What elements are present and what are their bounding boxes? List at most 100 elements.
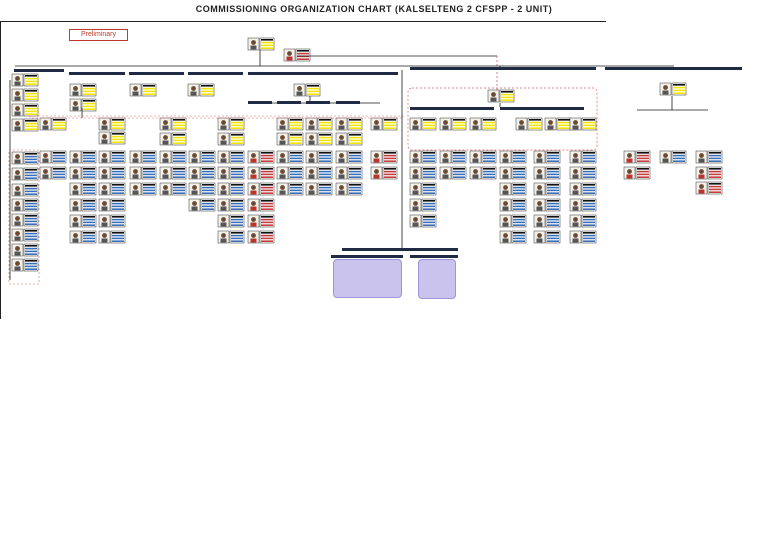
name-card-line: [25, 250, 37, 253]
person-head-icon: [374, 153, 379, 158]
name-card-line: [53, 127, 65, 129]
person-head-icon: [251, 217, 256, 222]
name-card-line: [297, 52, 309, 55]
person-body-icon: [191, 174, 198, 179]
name-card-line: [112, 202, 124, 205]
person-body-icon: [220, 238, 227, 243]
person-body-icon: [536, 238, 543, 243]
name-card-line: [112, 221, 124, 224]
name-card-line: [83, 192, 95, 194]
name-card-line: [423, 127, 435, 129]
name-card-line: [231, 232, 243, 234]
person-body-icon: [472, 125, 479, 130]
name-card-icon: [511, 150, 527, 164]
name-card-line: [319, 136, 331, 139]
name-card-line: [423, 170, 435, 173]
person-head-icon: [43, 120, 48, 125]
person-head-icon: [537, 169, 542, 174]
name-card-line: [173, 142, 185, 144]
group-header-bar: [248, 101, 272, 104]
name-card-line: [319, 160, 331, 162]
name-card-icon: [23, 198, 39, 212]
person-body-icon: [14, 126, 21, 131]
name-card-line: [83, 200, 95, 202]
name-card-line: [202, 200, 214, 202]
person-body-icon: [279, 158, 286, 163]
name-card-line: [583, 237, 595, 240]
name-card-line: [202, 176, 214, 178]
name-card-line: [290, 124, 302, 127]
name-card-line: [547, 224, 559, 226]
name-card-line: [501, 96, 513, 99]
name-card-line: [290, 176, 302, 178]
name-card-line: [547, 176, 559, 178]
name-card-line: [453, 157, 465, 160]
person-head-icon: [339, 153, 344, 158]
name-card-line: [423, 124, 435, 127]
name-card-line: [201, 87, 213, 90]
summary-box-left: [333, 259, 402, 298]
name-card-line: [231, 202, 243, 205]
person-body-icon: [308, 190, 315, 195]
name-card-icon: [451, 166, 467, 180]
name-card-line: [231, 237, 243, 240]
name-card-line: [25, 220, 37, 223]
name-card-line: [53, 176, 65, 178]
name-card-line: [173, 136, 185, 139]
chart-title: COMMISSIONING ORGANIZATION CHART (KALSEL…: [195, 4, 553, 14]
name-card-line: [501, 93, 513, 96]
name-card-line: [583, 224, 595, 226]
name-card-icon: [81, 198, 97, 212]
name-card-line: [583, 152, 595, 154]
person-body-icon: [250, 45, 257, 50]
name-card-line: [513, 224, 525, 226]
name-card-line: [307, 90, 319, 93]
name-card-icon: [81, 214, 97, 228]
person-body-icon: [72, 190, 79, 195]
name-card-line: [319, 134, 331, 136]
name-card-line: [231, 127, 243, 129]
name-card-line: [513, 218, 525, 221]
name-card-line: [290, 186, 302, 189]
name-card-line: [349, 124, 361, 127]
name-card-icon: [511, 182, 527, 196]
person-body-icon: [279, 140, 286, 145]
name-card-line: [290, 136, 302, 139]
name-card-icon: [317, 166, 333, 180]
name-card-line: [25, 245, 37, 247]
person-body-icon: [132, 190, 139, 195]
name-card-line: [25, 75, 37, 77]
name-card-line: [143, 176, 155, 178]
name-card-line: [83, 152, 95, 154]
name-card-line: [143, 189, 155, 192]
name-card-line: [349, 189, 361, 192]
person-body-icon: [536, 190, 543, 195]
name-card-line: [143, 186, 155, 189]
name-card-line: [384, 173, 396, 176]
name-card-line: [83, 202, 95, 205]
name-card-line: [231, 186, 243, 189]
name-card-icon: [581, 198, 597, 212]
name-card-icon: [581, 214, 597, 228]
name-card-line: [384, 176, 396, 178]
person-body-icon: [547, 125, 554, 130]
person-head-icon: [280, 169, 285, 174]
name-card-line: [112, 168, 124, 170]
name-card-line: [384, 170, 396, 173]
name-card-line: [423, 192, 435, 194]
name-card-line: [112, 138, 124, 141]
name-card-line: [558, 124, 570, 127]
name-card-icon: [259, 166, 275, 180]
name-card-line: [513, 232, 525, 234]
name-card-line: [112, 160, 124, 162]
person-body-icon: [14, 159, 21, 164]
person-body-icon: [472, 174, 479, 179]
name-card-line: [261, 173, 273, 176]
name-card-line: [261, 218, 273, 221]
person-head-icon: [133, 185, 138, 190]
name-card-line: [319, 121, 331, 124]
person-head-icon: [280, 185, 285, 190]
name-card-line: [513, 192, 525, 194]
name-card-line: [112, 152, 124, 154]
name-card-line: [583, 157, 595, 160]
